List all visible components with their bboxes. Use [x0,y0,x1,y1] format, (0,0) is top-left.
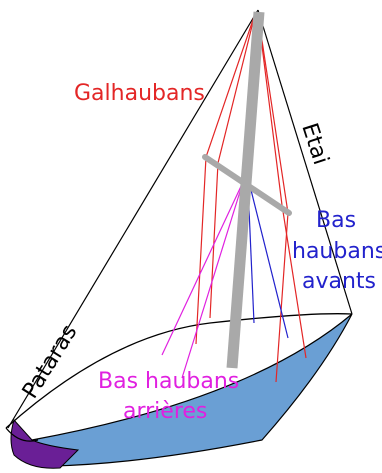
stern-patch [10,419,80,469]
bas-hauban-arriere-2 [181,181,244,379]
bas-hauban-arriere-1 [161,181,244,356]
mast [226,11,265,369]
pataras-line [7,9,259,429]
sheer-line [5,427,39,442]
etai-line [257,9,353,315]
label-bas-haubans-arrieres-line1: Bas haubans [98,369,239,394]
label-bas-haubans-avants-line3: avants [302,269,376,294]
label-bas-haubans-arrieres-line2: arrières [123,399,207,424]
label-bas-haubans-avants-line2: haubans [292,239,382,264]
hull-side [30,313,353,467]
bas-haubans-arrieres-lines [161,181,244,379]
label-galhaubans: Galhaubans [74,81,205,106]
bas-hauban-avant-2 [249,185,289,339]
label-etai: Etai [296,120,333,168]
label-pataras: Pataras [18,321,83,404]
label-bas-haubans-avants-line1: Bas [316,208,356,233]
